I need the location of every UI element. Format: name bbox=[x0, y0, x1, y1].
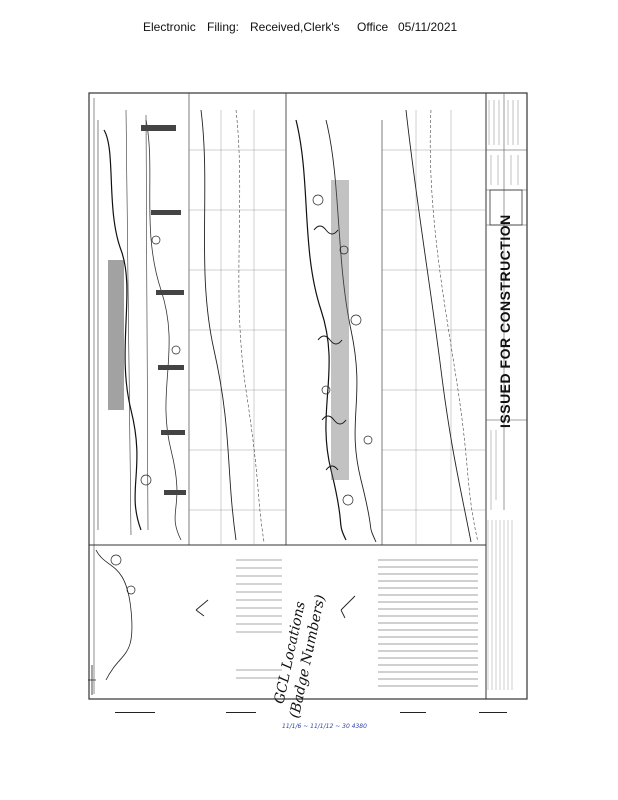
header-filing: Filing: bbox=[207, 20, 240, 34]
footer-note: 11/1/6 ~ 11/1/12 ~ 30 4380 bbox=[282, 723, 367, 730]
issued-stamp: ISSUED FOR CONSTRUCTION bbox=[485, 214, 525, 428]
handwritten-annotation: GCL Locations (Badge Numbers) bbox=[272, 593, 329, 719]
filing-header: Electronic Filing: Received,Clerk's Offi… bbox=[0, 20, 618, 38]
engineering-drawing bbox=[86, 90, 530, 702]
header-office: Office bbox=[357, 20, 389, 34]
page-rules bbox=[0, 712, 618, 716]
issued-for-construction-label: ISSUED FOR CONSTRUCTION bbox=[497, 214, 513, 428]
header-date: 05/11/2021 bbox=[398, 20, 458, 34]
header-electronic: Electronic bbox=[143, 20, 196, 34]
drawing-sheet bbox=[88, 92, 528, 700]
header-received: Received,Clerk's bbox=[250, 20, 340, 34]
